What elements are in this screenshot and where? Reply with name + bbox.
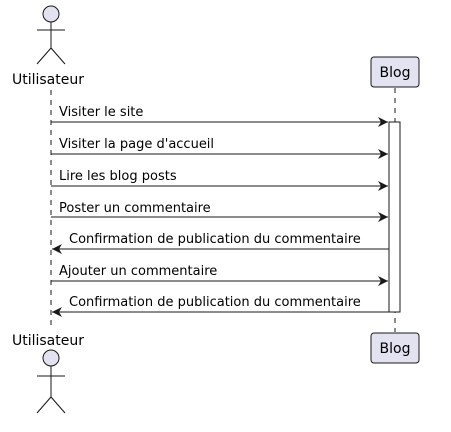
actor-top: Utilisateur [12,5,84,88]
message-3: Lire les blog posts [51,169,388,191]
actor-stick-figure-icon [36,5,66,65]
message-label: Confirmation de publication du commentai… [69,232,361,247]
message-label: Ajouter un commentaire [59,264,217,279]
message-label: Lire les blog posts [59,169,177,184]
actor-stick-figure-icon [36,349,66,414]
blog-participant-label-bottom: Blog [380,341,411,357]
blog-participant-bottom: Blog [370,332,420,364]
message-5: Confirmation de publication du commentai… [52,232,389,254]
message-label: Visiter la page d'accueil [59,137,214,152]
message-label: Confirmation de publication du commentai… [69,295,361,310]
blog-participant-label-top: Blog [380,65,411,81]
message-label: Visiter le site [59,105,143,120]
message-1: Visiter le site [51,105,388,127]
blog-participant-top: Blog [370,56,420,88]
blog-activation-bar [388,121,401,313]
actor-name-top: Utilisateur [12,72,84,88]
actor-name-bottom: Utilisateur [12,333,84,349]
message-7: Confirmation de publication du commentai… [52,295,389,317]
message-2: Visiter la page d'accueil [51,137,388,159]
message-4: Poster un commentaire [51,201,388,222]
message-6: Ajouter un commentaire [51,264,388,286]
message-label: Poster un commentaire [59,201,211,216]
actor-bottom: Utilisateur [12,333,84,414]
